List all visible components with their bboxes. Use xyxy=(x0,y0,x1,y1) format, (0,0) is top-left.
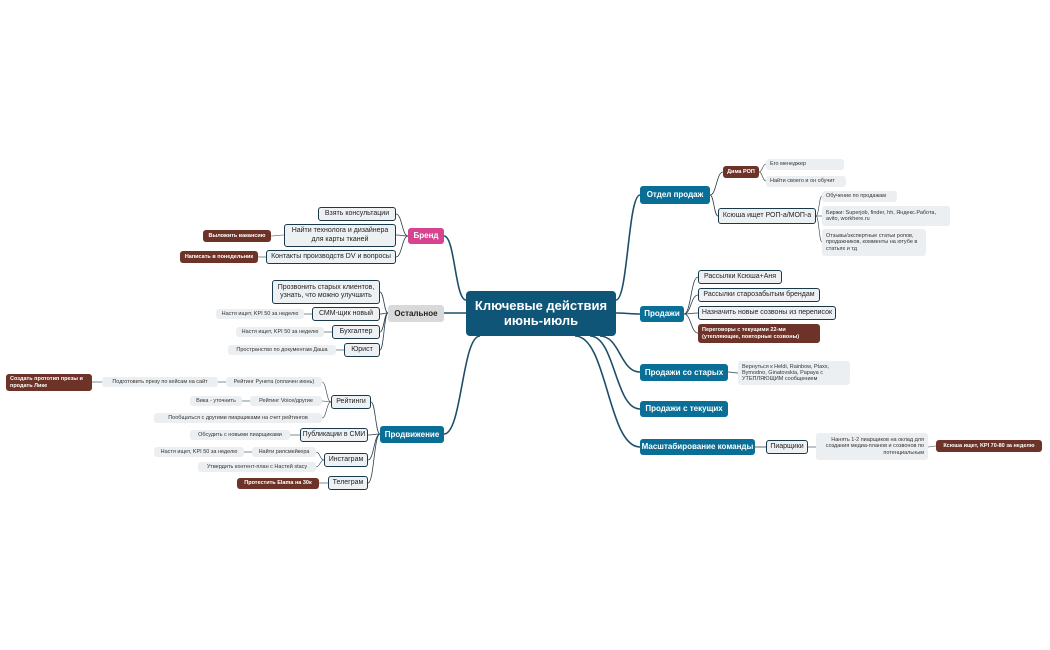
leaf-ostalnoe-note-1[interactable]: Настя ищет, KPI 50 за неделю xyxy=(216,309,304,319)
link-br-1 xyxy=(395,213,409,237)
sub-ostalnoe-item-1[interactable]: Прозвонить старых клиентов, узнать, что … xyxy=(272,280,380,304)
leaf-reitingi-note-1[interactable]: Подготовить презу по кейсам на сайт xyxy=(102,377,218,387)
leaf-ostalnoe-note-3[interactable]: Пространство по документам Даша xyxy=(228,345,336,355)
sub-ostalnoe-item-2[interactable]: СММ-щик новый xyxy=(312,307,380,321)
branch-ostalnoe[interactable]: Остальное xyxy=(388,305,444,322)
leaf-piarschiki-highlight[interactable]: Ксюша ищет, KPI 70-80 за неделю xyxy=(936,440,1042,452)
sub-prodazhi-item-1[interactable]: Рассылки Ксюша+Аня xyxy=(698,270,782,284)
leaf-publikacii-note[interactable]: Обсудить с новыми пиарщиками xyxy=(190,430,290,440)
leaf-piarschiki-note[interactable]: Нанять 1-2 пиарщиков на оклад для создан… xyxy=(816,433,928,460)
leaf-starye-note[interactable]: Вернуться к Heldi, Rainbow, Ptaxx, Bymod… xyxy=(738,361,850,385)
leaf-brend-note-2[interactable]: Написать в понедельник xyxy=(180,251,258,263)
branch-prodazhi-so-staryh[interactable]: Продажи со старых xyxy=(640,364,728,381)
leaf-reitingi-item-2[interactable]: Рейтинг Voice/другие xyxy=(250,396,322,406)
sub-ksyusha-rop[interactable]: Ксюша ищет РОП-а/МОП-а xyxy=(718,208,816,224)
link-dima-2 xyxy=(758,171,767,182)
sub-ostalnoe-item-4[interactable]: Юрист xyxy=(344,343,380,357)
link-prodvizhenie xyxy=(443,335,481,435)
sub-brend-item-1[interactable]: Взять консультации xyxy=(318,207,396,221)
link-piar-hl xyxy=(927,445,937,448)
link-rt-1 xyxy=(321,381,332,403)
link-pr-4 xyxy=(683,313,699,334)
sub-prodazhi-item-3[interactable]: Назначить новые созвоны из переписок xyxy=(698,306,836,320)
sub-brend-item-2[interactable]: Найти технолога и дизайнера для карты тк… xyxy=(284,224,396,247)
sub-ostalnoe-item-3[interactable]: Бухгалтер xyxy=(332,325,380,339)
leaf-dima-item-1[interactable]: Его менеджер xyxy=(766,159,844,170)
leaf-reitingi-note-2[interactable]: Вика - уточнить xyxy=(190,396,242,406)
branch-prodazhi-s-tekuschih[interactable]: Продажи с текущих xyxy=(640,401,728,417)
link-brend xyxy=(443,235,467,301)
sub-brend-item-3[interactable]: Контакты производств DV и вопросы xyxy=(266,250,396,264)
link-ks-3 xyxy=(815,215,823,243)
leaf-ksyusha-item-2[interactable]: Биржи: Superjob, finder, hh, Яндекс.Рабо… xyxy=(822,206,950,226)
sub-instagram[interactable]: Инстаграм xyxy=(324,453,368,467)
sub-dima-rop[interactable]: Дима РОП xyxy=(723,166,759,178)
link-in-1 xyxy=(315,451,325,461)
leaf-ksyusha-item-3[interactable]: Отзывы/экспертные статьи ропов, продажни… xyxy=(822,229,926,256)
link-dima-1 xyxy=(758,163,767,173)
leaf-reitingi-item-1[interactable]: Рейтинг Рунета (оплачен июнь) xyxy=(226,377,322,387)
link-otdel xyxy=(615,194,641,301)
leaf-telegram-highlight[interactable]: Протестить Elama на 30к xyxy=(237,478,319,489)
link-in-2 xyxy=(315,459,325,468)
leaf-brend-note-1[interactable]: Выложить вакансию xyxy=(203,230,271,242)
leaf-instagram-item-2[interactable]: Утвердить контент-план с Настей stacy xyxy=(198,462,316,472)
central-topic[interactable]: Ключевые действия июнь-июль xyxy=(466,291,616,336)
link-prodazhi xyxy=(615,312,641,315)
link-rt-3 xyxy=(321,401,332,419)
sub-prodazhi-highlight[interactable]: Переговоры с текущими 22-ми (утепляющие,… xyxy=(698,324,820,343)
leaf-reitingi-item-3[interactable]: Пообщаться с другими пиарщиками на счет … xyxy=(154,413,322,423)
sub-publikacii[interactable]: Публикации в СМИ xyxy=(300,428,368,442)
link-br-3 xyxy=(395,235,409,258)
link-tekuschie xyxy=(589,335,641,410)
link-rt-2 xyxy=(321,400,332,403)
leaf-ostalnoe-note-2[interactable]: Настя ищет, KPI 50 за неделю xyxy=(236,327,324,337)
link-pr-1 xyxy=(683,276,699,315)
leaf-instagram-item-1[interactable]: Найти рилсмейкера xyxy=(252,447,316,457)
sub-telegram[interactable]: Телеграм xyxy=(328,476,368,490)
link-dima xyxy=(709,171,724,196)
link-os-1 xyxy=(379,291,389,314)
sub-piarschiki[interactable]: Пиарщики xyxy=(766,440,808,454)
sub-reitingi[interactable]: Рейтинги xyxy=(331,395,371,409)
leaf-dima-item-2[interactable]: Найти своего и он обучит xyxy=(766,176,846,187)
link-starye xyxy=(599,335,641,373)
leaf-instagram-note[interactable]: Настя ищет, KPI 50 за неделю xyxy=(154,447,244,457)
link-br-2 xyxy=(395,234,409,237)
link-starye-note xyxy=(727,371,739,374)
link-rt xyxy=(370,401,381,435)
link-ksyusha xyxy=(709,194,719,217)
link-pr-2 xyxy=(683,294,699,315)
branch-brend[interactable]: Бренд xyxy=(408,228,444,244)
branch-masshtabirovanie[interactable]: Масштабирование команды xyxy=(640,439,755,455)
leaf-ksyusha-item-1[interactable]: Обучение по продажам xyxy=(822,191,897,202)
branch-otdel-prodazh[interactable]: Отдел продаж xyxy=(640,186,710,204)
sub-prodazhi-item-2[interactable]: Рассылки старозабытым брендам xyxy=(698,288,820,302)
link-tg xyxy=(367,433,381,484)
link-br-n1 xyxy=(270,234,285,237)
link-masshtab xyxy=(574,335,641,448)
link-ks-1 xyxy=(815,195,823,217)
link-os-4 xyxy=(379,312,389,351)
leaf-prezy-highlight[interactable]: Создать прототип презы и продать Лике xyxy=(6,374,92,391)
branch-prodvizhenie[interactable]: Продвижение xyxy=(380,426,444,443)
branch-prodazhi[interactable]: Продажи xyxy=(640,306,684,322)
